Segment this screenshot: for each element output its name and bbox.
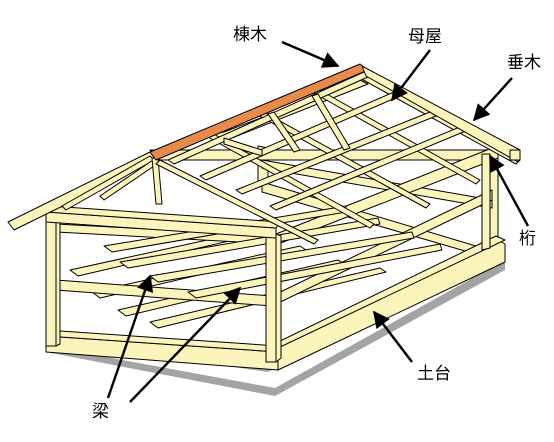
cross-beam-4 [187,243,443,299]
truss-diagonal-3 [311,93,351,151]
label-ridge-beam: 棟木 [233,25,267,45]
eave-rafter-cap [509,149,521,161]
truss-diagonal-1 [223,137,263,157]
ridge-beam [149,63,369,161]
arrow-hari-2 [129,286,242,403]
truss-diagonal-2 [267,111,301,153]
arrow-munagi [281,40,340,68]
post-front-corner-side [275,233,282,363]
label-rafter: 垂木 [507,53,541,73]
label-beam: 桁 [519,229,536,249]
arrow-hari-1 [106,274,154,399]
arrow-taruki [472,77,513,122]
gable-strut-1 [61,155,155,211]
label-floor-beam: 梁 [92,402,109,422]
arrow-dodai [372,310,413,363]
post-front-left [45,211,57,347]
eave-rafter-right [361,65,521,163]
arrow-moya [390,49,431,102]
post-front-corner [265,233,277,363]
label-sill: 土台 [417,364,451,384]
arrow-keta [488,154,530,227]
purlin-1 [155,159,319,245]
post-right-middle [481,153,491,251]
label-purlin: 母屋 [408,27,442,47]
post-front-left-side [55,211,61,347]
cross-beam-3 [149,231,415,283]
